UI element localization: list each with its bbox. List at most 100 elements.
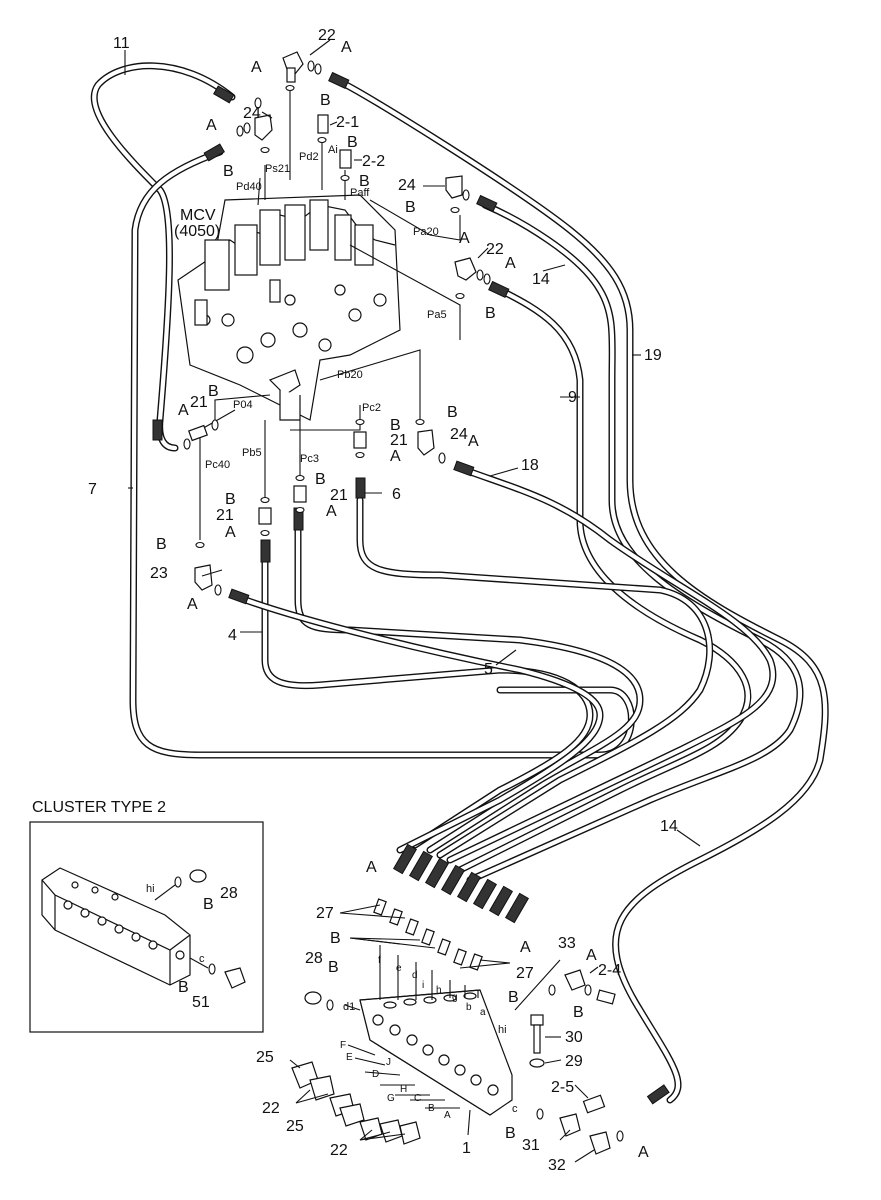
label: A [638, 1144, 649, 1161]
label: A [459, 230, 470, 247]
hose-lines [90, 62, 829, 1104]
label: 6 [392, 486, 401, 503]
label: 21 [390, 432, 408, 449]
label: 25 [286, 1118, 304, 1135]
label: B [225, 491, 236, 508]
label: 14 [660, 818, 678, 835]
port-label: P04 [233, 399, 253, 411]
label: B [573, 1004, 584, 1021]
inset-frame [29, 821, 264, 1033]
label: A [520, 939, 531, 956]
port-label: Ai [328, 144, 338, 156]
port-label: B [428, 1103, 435, 1114]
label: B [223, 163, 234, 180]
label: B [208, 383, 219, 400]
label: 9 [568, 389, 577, 406]
port-label: e [396, 963, 402, 974]
label: 51 [192, 994, 210, 1011]
top-fittings [183, 51, 491, 596]
label: 25 [256, 1049, 274, 1066]
label: B [508, 989, 519, 1006]
label: 30 [565, 1029, 583, 1046]
label: 23 [150, 565, 168, 582]
port-label: Pc40 [205, 459, 230, 471]
label: 2-2 [362, 153, 385, 170]
port-label: E [346, 1052, 353, 1063]
callout-labels: 11 22 A A B 24 A 2-1 B 2-2 B B 24 B A 22… [88, 27, 678, 1174]
label: 11 [113, 35, 130, 52]
label: 2-1 [336, 114, 359, 131]
label: B [156, 536, 167, 553]
label: 28 [220, 885, 238, 902]
label: 4 [228, 627, 237, 644]
label: 18 [521, 457, 539, 474]
port-label: i [422, 980, 424, 991]
label: 14 [532, 271, 550, 288]
hose-4 [261, 556, 594, 849]
port-label: Pb5 [242, 447, 262, 459]
port-label: D [372, 1069, 379, 1080]
port-label: hi [146, 883, 155, 895]
label: 33 [558, 935, 576, 952]
port-label: A [444, 1110, 451, 1121]
label: MCV [180, 207, 216, 224]
label: A [586, 947, 597, 964]
port-label: f [378, 955, 381, 966]
label: B [178, 979, 189, 996]
hose-end-fittings [152, 71, 670, 1105]
label: 24 [398, 177, 416, 194]
port-label: a [480, 1007, 486, 1018]
label: 21 [190, 394, 208, 411]
port-label: Pc2 [362, 402, 381, 414]
port-label: H [400, 1084, 407, 1095]
label: A [251, 59, 262, 76]
label: 27 [316, 905, 334, 922]
label: B [390, 417, 401, 434]
label: 31 [522, 1137, 540, 1154]
port-label: G [387, 1093, 395, 1104]
label: A [326, 503, 337, 520]
label: 22 [318, 27, 336, 44]
label: 22 [486, 241, 504, 258]
label: B [203, 896, 214, 913]
label: 24 [243, 105, 261, 122]
label: B [505, 1125, 516, 1142]
port-label: Paff [350, 187, 370, 199]
label: B [359, 173, 370, 190]
label: B [347, 134, 358, 151]
port-label: Pd2 [299, 151, 319, 163]
label: 29 [565, 1053, 583, 1070]
port-label: F [340, 1040, 346, 1051]
label: B [330, 930, 341, 947]
port-label: Pd40 [236, 181, 262, 193]
label: A [206, 117, 217, 134]
label: 2-5 [551, 1079, 574, 1096]
label: A [468, 433, 479, 450]
label: A [187, 596, 198, 613]
label: B [447, 404, 458, 421]
label: B [328, 959, 339, 976]
label: B [485, 305, 496, 322]
port-label: c [512, 1103, 518, 1115]
inset-title: CLUSTER TYPE 2 [32, 799, 166, 816]
label: A [390, 448, 401, 465]
label: B [315, 471, 326, 488]
port-label: d [412, 970, 418, 981]
label: 5 [484, 661, 493, 678]
label: 2-4 [598, 962, 621, 979]
label: A [505, 255, 516, 272]
inset-cluster-type-2: CLUSTER TYPE 2 28 B B 51 [29, 799, 264, 1033]
port-label: C [414, 1093, 421, 1104]
port-label: Pa5 [427, 309, 447, 321]
label: 21 [216, 507, 234, 524]
callout-leaders [124, 39, 701, 1163]
label: A [225, 524, 236, 541]
bundle-fittings [392, 843, 530, 924]
port-label: J [386, 1057, 391, 1068]
label: 22 [262, 1100, 280, 1117]
port-label: Ps21 [265, 163, 290, 175]
label: 1 [462, 1140, 471, 1157]
label: 22 [330, 1142, 348, 1159]
label: (4050) [174, 223, 220, 240]
